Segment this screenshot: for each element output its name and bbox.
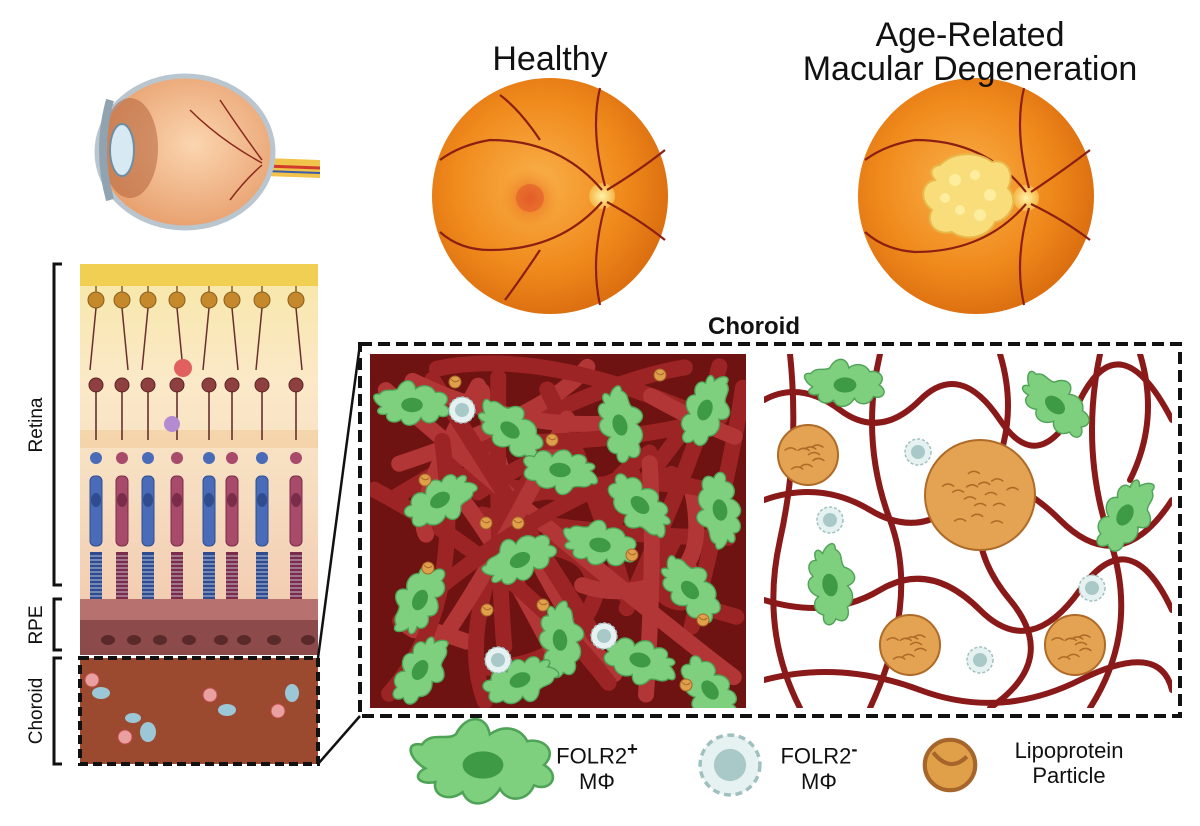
photoreceptor-nucleus xyxy=(91,493,101,507)
retina-layer-diagram xyxy=(80,264,318,599)
choroid-side-label: Choroid xyxy=(26,671,48,751)
healthy-fundus-icon xyxy=(432,78,668,314)
lipoprotein-particle xyxy=(654,369,666,381)
lipoprotein-particle xyxy=(546,434,558,446)
legend-lipoprotein-label: Lipoprotein Particle xyxy=(1004,738,1134,789)
legend-lipoprotein-line1: Lipoprotein xyxy=(1015,738,1124,763)
legend-folr2-negative-name: FOLR2 xyxy=(780,743,851,768)
photoreceptor-terminal xyxy=(90,452,102,464)
retina-label: Retina xyxy=(26,390,48,460)
photoreceptor-body xyxy=(116,476,128,546)
rpe-nucleus xyxy=(267,635,281,645)
photoreceptor-nucleus xyxy=(291,493,301,507)
horizontal-cell xyxy=(174,359,192,377)
lipoprotein-particle xyxy=(422,562,434,574)
amd-choroid-panel xyxy=(764,354,1172,708)
photoreceptor-body xyxy=(290,476,302,546)
photoreceptor-terminal xyxy=(116,452,128,464)
folr2-negative-macrophage xyxy=(905,439,931,465)
lipoprotein-particle xyxy=(512,517,524,529)
rpe-nucleus xyxy=(214,635,228,645)
lipoprotein-particle xyxy=(697,614,709,626)
photoreceptor-nucleus xyxy=(227,493,237,507)
photoreceptor-terminal xyxy=(142,452,154,464)
zoom-lines xyxy=(318,344,360,764)
lipoprotein-particle xyxy=(626,549,638,561)
rpe-nucleus xyxy=(101,635,115,645)
photoreceptor-body xyxy=(256,476,268,546)
photoreceptor-body xyxy=(226,476,238,546)
legend-folr2-positive-icon xyxy=(411,719,553,803)
rpe-layer xyxy=(80,599,318,655)
photoreceptor-body xyxy=(203,476,215,546)
choroid-layer xyxy=(80,658,318,764)
lipoprotein-particle xyxy=(481,604,493,616)
photoreceptor-nucleus xyxy=(257,493,267,507)
legend-folr2-positive-sup: + xyxy=(627,738,638,759)
lipoprotein-particle xyxy=(480,517,492,529)
photoreceptor-body xyxy=(171,476,183,546)
lipoprotein-deposit xyxy=(925,440,1035,550)
legend-lipoprotein-line2: Particle xyxy=(1032,763,1105,788)
layer-brackets xyxy=(54,264,62,764)
legend-folr2-positive-cell: MΦ xyxy=(579,769,615,794)
amd-title-line1: Age-Related xyxy=(800,18,1140,54)
folr2-negative-macrophage xyxy=(591,623,617,649)
legend-folr2-negative-label: FOLR2- MΦ xyxy=(774,738,864,794)
rpe-nucleus xyxy=(153,635,167,645)
legend-folr2-negative-icon xyxy=(700,735,760,795)
rpe-nucleus xyxy=(127,635,141,645)
photoreceptor-nucleus xyxy=(117,493,127,507)
eye-anatomy-icon xyxy=(97,76,320,228)
legend-folr2-positive-name: FOLR2 xyxy=(556,743,627,768)
rpe-label: RPE xyxy=(26,600,48,650)
photoreceptor-body xyxy=(142,476,154,546)
healthy-title: Healthy xyxy=(480,42,620,78)
photoreceptor-terminal xyxy=(226,452,238,464)
photoreceptor-nucleus xyxy=(204,493,214,507)
photoreceptor-terminal xyxy=(290,452,302,464)
healthy-choroid-panel xyxy=(370,354,750,735)
lipoprotein-particle xyxy=(419,474,431,486)
photoreceptor-terminal xyxy=(256,452,268,464)
folr2-negative-macrophage xyxy=(967,647,993,673)
photoreceptor-terminal xyxy=(203,452,215,464)
lipoprotein-particle xyxy=(449,376,461,388)
legend-folr2-positive-label: FOLR2+ MΦ xyxy=(552,738,642,794)
photoreceptor-nucleus xyxy=(172,493,182,507)
legend-lipoprotein-icon xyxy=(925,740,975,790)
folr2-negative-macrophage xyxy=(485,647,511,673)
photoreceptor-body xyxy=(90,476,102,546)
photoreceptor-nucleus xyxy=(143,493,153,507)
choroid-title: Choroid xyxy=(708,314,800,339)
legend-folr2-negative-sup: - xyxy=(851,738,857,759)
legend-folr2-negative-cell: MΦ xyxy=(801,769,837,794)
rpe-nucleus xyxy=(182,635,196,645)
amd-title-line2: Macular Degeneration xyxy=(790,52,1150,88)
lipoprotein-particle xyxy=(680,679,692,691)
lipoprotein-particle xyxy=(537,599,549,611)
amacrine-cell xyxy=(164,416,180,432)
folr2-negative-macrophage xyxy=(1079,575,1105,601)
folr2-negative-macrophage xyxy=(449,397,475,423)
rpe-nucleus xyxy=(237,635,251,645)
rpe-nucleus xyxy=(301,635,315,645)
folr2-negative-macrophage xyxy=(817,507,843,533)
photoreceptor-terminal xyxy=(171,452,183,464)
amd-fundus-icon xyxy=(858,78,1094,314)
